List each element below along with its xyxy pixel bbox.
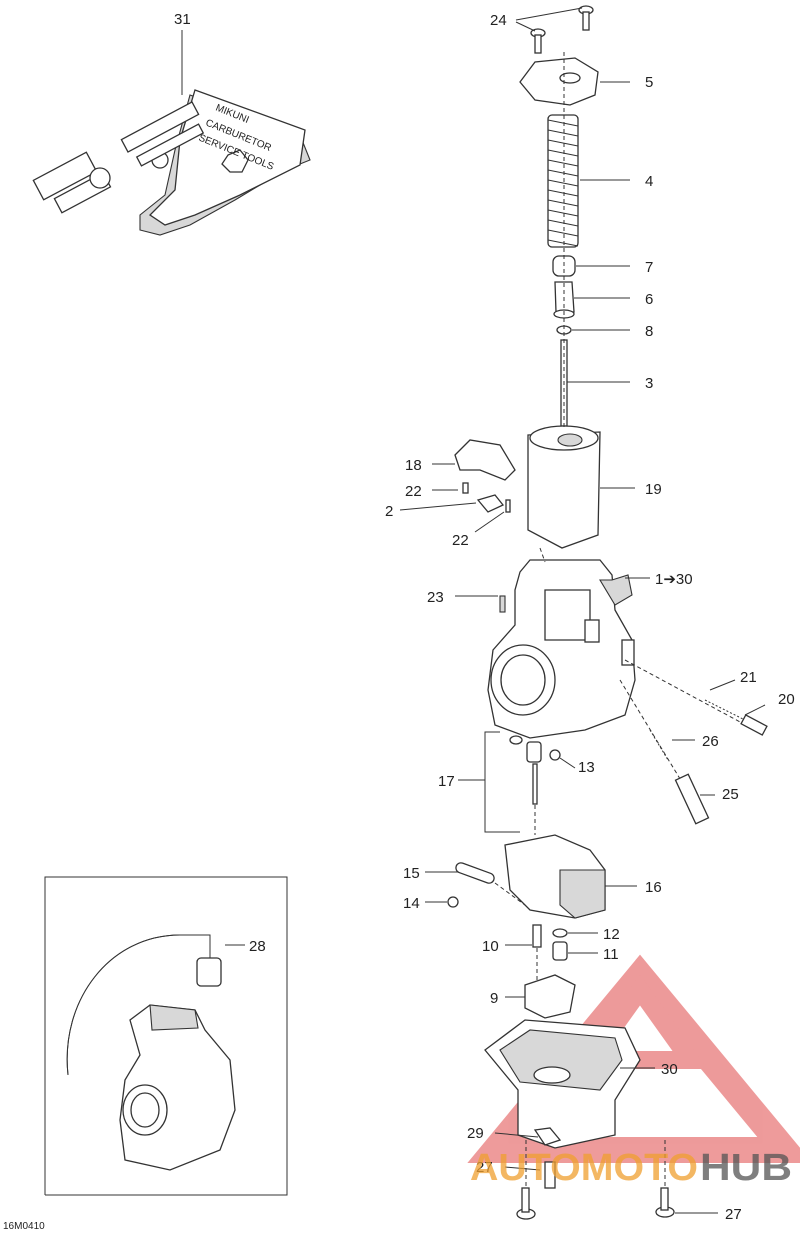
callout-1-30: 1➔30 (655, 571, 693, 588)
inset-carburetor-hose (44, 876, 288, 1196)
drawing-code: 16M0410 (3, 1221, 45, 1232)
spring-4 (547, 114, 579, 248)
callout-16: 16 (645, 879, 662, 896)
callout-2: 2 (385, 503, 393, 520)
screw-24-upper (578, 5, 594, 31)
carburetor-body (487, 547, 636, 739)
callout-28: 28 (249, 938, 266, 955)
callout-9: 9 (490, 990, 498, 1007)
callout-10: 10 (482, 938, 499, 955)
callout-5: 5 (645, 74, 653, 91)
bottom-screws (516, 1140, 675, 1220)
callout-13: 13 (578, 759, 595, 776)
callout-25: 25 (722, 786, 739, 803)
callout-21: 21 (740, 669, 757, 686)
callout-20: 20 (778, 691, 795, 708)
callout-labels: 31 24 5 4 7 6 8 3 18 19 22 2 22 1➔30 23 … (174, 11, 795, 1223)
callout-14: 14 (403, 895, 420, 912)
small-parts-cable-guide (454, 439, 516, 513)
needle-valve (532, 924, 568, 980)
callout-26: 26 (702, 733, 719, 750)
callout-30: 30 (661, 1061, 678, 1078)
callout-3: 3 (645, 375, 653, 392)
callout-12: 12 (603, 926, 620, 943)
callout-18: 18 (405, 457, 422, 474)
float-assembly (447, 834, 606, 919)
top-assembly (519, 5, 601, 549)
callout-23: 23 (427, 589, 444, 606)
callout-7: 7 (645, 259, 653, 276)
adjust-screws (619, 659, 768, 825)
callout-24: 24 (490, 12, 507, 29)
tool-kit-illustration: MIKUNI CARBURETOR SERVICE TOOLS (32, 89, 311, 236)
callout-6: 6 (645, 291, 653, 308)
screw-24-lower (530, 28, 546, 54)
svg-text:AUTOMOTO: AUTOMOTO (470, 1147, 698, 1189)
svg-text:HUB: HUB (700, 1147, 792, 1189)
leader-lines (181, 7, 766, 1214)
callout-11: 11 (603, 946, 619, 963)
watermark-text: AUTOMOTO HUB (470, 1147, 792, 1189)
callout-29: 29 (467, 1125, 484, 1142)
callout-15: 15 (403, 865, 420, 882)
callout-17: 17 (438, 773, 455, 790)
callout-22-upper: 22 (405, 483, 422, 500)
float-9 (524, 974, 576, 1019)
callout-4: 4 (645, 173, 653, 190)
callout-8: 8 (645, 323, 653, 340)
callout-22-lower: 22 (452, 532, 469, 549)
callout-31: 31 (174, 11, 191, 28)
callout-19: 19 (645, 481, 662, 498)
callout-27-right: 27 (725, 1206, 742, 1223)
jet-assembly (484, 731, 561, 835)
callout-27-left: 27 (476, 1159, 493, 1176)
float-bowl (484, 1019, 641, 1149)
